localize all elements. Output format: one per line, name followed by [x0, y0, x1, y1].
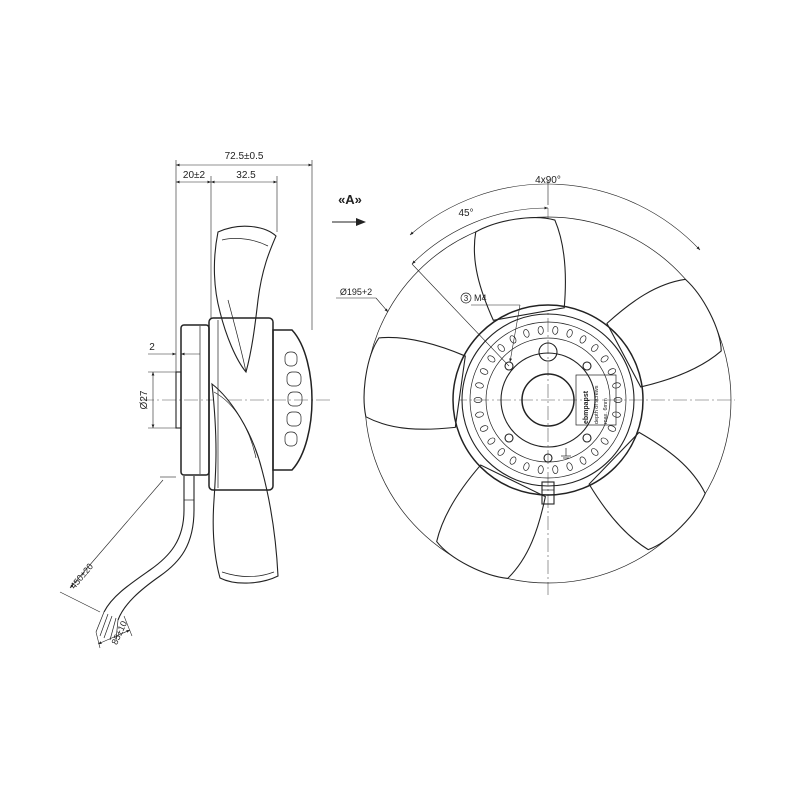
hub-vent-slot — [607, 368, 617, 375]
thread-item-circle — [460, 292, 472, 304]
dim-hole-spacing-label: 4x90° — [535, 175, 561, 186]
front-blade-3 — [588, 431, 706, 551]
side-view: 72.5±0.5 20±2 32.5 2 Ø27 — [59, 151, 330, 649]
cable-connector — [541, 481, 555, 505]
hub-vent-slot — [600, 437, 609, 445]
hub-vent-slot — [497, 448, 505, 456]
dim-outer-diameter: Ø195+2 — [336, 287, 389, 313]
side-lower-blade — [211, 382, 279, 584]
hub-vent-slot — [566, 329, 573, 338]
side-lower-blade-fold — [213, 391, 257, 459]
hub-vent-slot — [509, 456, 517, 465]
dim-angle-label: 45° — [458, 208, 473, 219]
hub-vent-slot — [591, 448, 599, 456]
hub-vent-slot — [523, 329, 530, 338]
hub-vent-slot — [613, 397, 623, 403]
hub-ring-2 — [461, 313, 635, 487]
side-upper-blade — [213, 225, 277, 374]
hub-outer-ring — [452, 304, 644, 496]
hub-vent-slot — [479, 425, 489, 432]
housing-slots — [284, 351, 303, 447]
dim-hub-offset: 20±2 — [176, 170, 212, 318]
hub-vent-slot — [607, 425, 617, 432]
hub-vent-slot — [509, 335, 517, 344]
hub-vent-slot — [537, 465, 544, 474]
side-upper-blade-edge — [221, 238, 269, 247]
dim-overall-width: 72.5±0.5 — [175, 151, 313, 372]
thread-label: M4 — [474, 293, 487, 303]
hub-ring-5 — [500, 352, 596, 448]
hub-vent-slot — [487, 437, 496, 445]
dim-shaft-step-label: 2 — [149, 342, 155, 353]
label-line2: max. 6mm — [603, 398, 609, 424]
dim-shaft-diameter: Ø27 — [139, 371, 176, 429]
front-blade-2 — [606, 278, 722, 388]
hub-vent-slot — [475, 411, 484, 418]
front-blade-5 — [363, 336, 466, 430]
impeller-blades — [363, 217, 722, 579]
dim-cable-length-label: 450±20 — [68, 561, 95, 590]
thread-callout: 3 M4 — [460, 292, 521, 363]
dim-angle: 45° — [411, 206, 549, 367]
view-a-label: «A» — [338, 192, 362, 207]
label-plate: ebmpapst depth of screws max. 6mm — [575, 374, 617, 426]
hub-vent-slot — [552, 465, 559, 474]
hub-vent-slot — [473, 397, 483, 403]
dim-cable-length: 450±20 — [59, 476, 176, 613]
label-line1: depth of screws — [594, 385, 600, 424]
hub-vent-slot — [579, 456, 587, 465]
hub-vent-slot — [566, 462, 573, 471]
front-view: ebmpapst depth of screws max. 6mm 4x90° … — [336, 175, 735, 595]
hub-vent-slot — [579, 335, 587, 344]
cable — [95, 476, 195, 641]
dim-shaft-diameter-label: Ø27 — [139, 390, 150, 409]
hub-vent-slot — [497, 344, 505, 352]
label-brand: ebmpapst — [583, 390, 590, 424]
view-a-indicator: «A» — [332, 192, 366, 226]
hub-vent-slot — [523, 462, 530, 471]
hub-vent-slot — [612, 411, 621, 418]
center-bore — [521, 373, 575, 427]
hub-vent-slot — [487, 355, 496, 363]
ground-symbol-icon — [561, 448, 571, 459]
hub-vent-slot — [600, 355, 609, 363]
top-hole — [538, 342, 558, 362]
hub-vent-slot — [612, 382, 621, 389]
dim-shaft-step: 2 — [148, 342, 200, 356]
thread-item-number: 3 — [464, 294, 469, 303]
hub-vent-slot — [479, 368, 489, 375]
motor-housing — [272, 329, 313, 471]
hub-vent-slot — [591, 344, 599, 352]
hub-vent-slot — [475, 382, 484, 389]
hub-vent-slot — [552, 326, 559, 335]
hub-vent-slots — [473, 326, 623, 474]
dim-hub-offset-label: 20±2 — [183, 170, 206, 181]
dim-blade-depth-label: 32.5 — [236, 170, 256, 181]
side-upper-blade-fold — [227, 299, 247, 373]
hub-vent-slot — [537, 326, 544, 335]
dim-outer-diameter-label: Ø195+2 — [340, 287, 372, 297]
dim-overall-width-label: 72.5±0.5 — [225, 151, 264, 162]
front-blade-4 — [436, 464, 547, 579]
side-lower-blade-edge — [221, 571, 275, 577]
hub-ring-3 — [469, 321, 627, 479]
dim-blade-depth: 32.5 — [211, 170, 278, 232]
mounting-holes — [504, 361, 592, 463]
dim-strip-length-label: 85±10 — [109, 619, 129, 646]
